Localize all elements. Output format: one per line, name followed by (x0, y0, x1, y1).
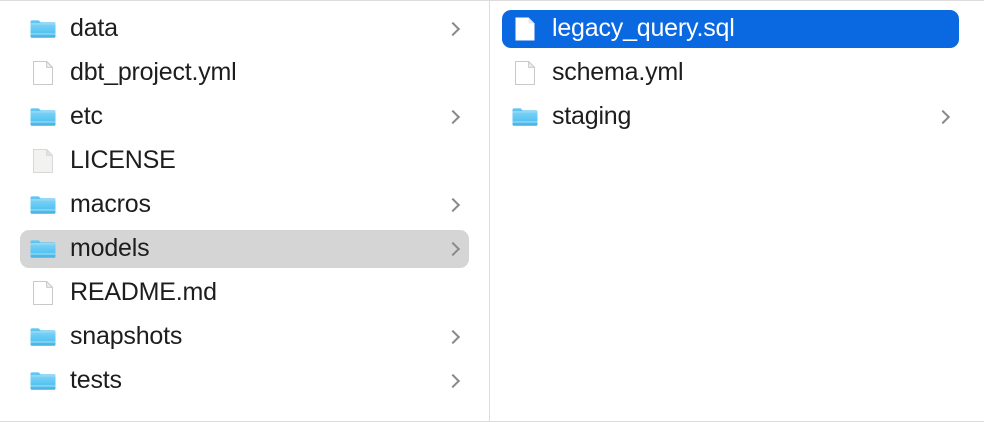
folder-icon (28, 234, 58, 264)
item-label: LICENSE (70, 147, 176, 174)
folder-icon (28, 190, 58, 220)
finder-column-parent[interactable]: data dbt_project.yml etc LICENSE (0, 1, 490, 421)
folder-row[interactable]: snapshots (20, 318, 469, 356)
folder-row[interactable]: etc (20, 98, 469, 136)
file-row[interactable]: README.md (20, 274, 469, 312)
item-label: tests (70, 367, 122, 394)
folder-row[interactable]: macros (20, 186, 469, 224)
chevron-right-icon[interactable] (447, 195, 459, 215)
chevron-right-icon[interactable] (447, 19, 459, 39)
item-label: etc (70, 103, 103, 130)
file-row[interactable]: schema.yml (502, 54, 959, 92)
folder-icon (28, 322, 58, 352)
document-icon (28, 58, 58, 88)
folder-row[interactable]: models (20, 230, 469, 268)
finder-column-child[interactable]: legacy_query.sql schema.yml staging (490, 1, 983, 421)
item-label: dbt_project.yml (70, 59, 237, 86)
chevron-right-icon[interactable] (937, 107, 949, 127)
folder-icon (28, 102, 58, 132)
item-label: macros (70, 191, 151, 218)
document-icon (28, 278, 58, 308)
file-row[interactable]: legacy_query.sql (502, 10, 959, 48)
folder-row[interactable]: data (20, 10, 469, 48)
item-label: staging (552, 103, 632, 130)
chevron-right-icon[interactable] (447, 107, 459, 127)
document-icon (510, 14, 540, 44)
document-icon (510, 58, 540, 88)
folder-icon (28, 366, 58, 396)
chevron-right-icon[interactable] (447, 239, 459, 259)
item-label: README.md (70, 279, 217, 306)
folder-row[interactable]: tests (20, 362, 469, 400)
item-label: snapshots (70, 323, 183, 350)
folder-row[interactable]: staging (502, 98, 959, 136)
document-plain-icon (28, 146, 58, 176)
file-row[interactable]: LICENSE (20, 142, 469, 180)
chevron-right-icon[interactable] (447, 327, 459, 347)
item-label: schema.yml (552, 59, 684, 86)
file-row[interactable]: dbt_project.yml (20, 54, 469, 92)
item-label: data (70, 15, 118, 42)
item-label: models (70, 235, 150, 262)
folder-icon (28, 14, 58, 44)
chevron-right-icon[interactable] (447, 371, 459, 391)
folder-icon (510, 102, 540, 132)
item-label: legacy_query.sql (552, 15, 735, 42)
